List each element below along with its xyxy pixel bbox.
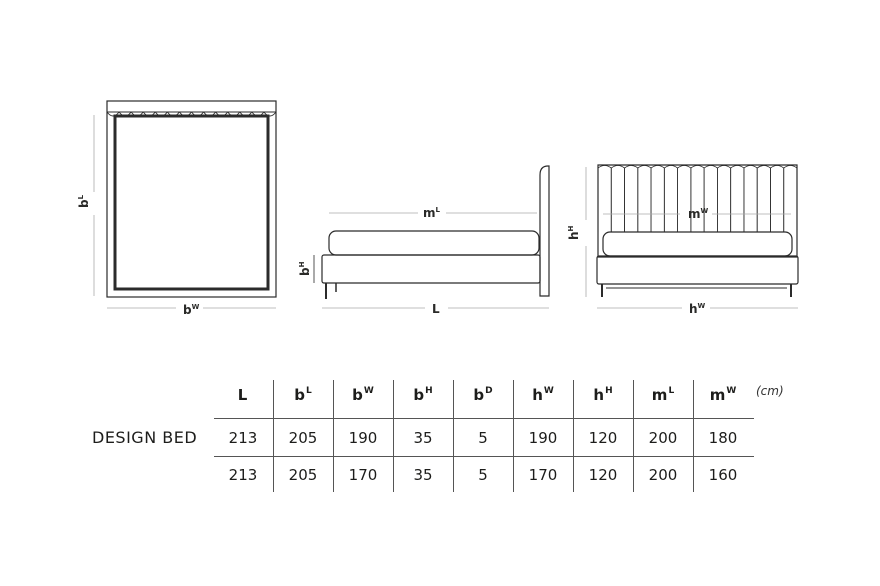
- front-view-mattress: [602, 231, 793, 257]
- front-view-width-label: hW: [689, 302, 706, 316]
- headboard-channel: [610, 165, 625, 232]
- headboard-channel: [783, 165, 798, 232]
- front-view-base: [596, 255, 799, 285]
- headboard-channel: [597, 165, 612, 232]
- headboard-channel: [624, 165, 639, 232]
- side-view-mattress-label: mL: [423, 206, 441, 220]
- side-view-height-label: bH: [298, 261, 312, 276]
- headboard-channel: [703, 165, 718, 232]
- side-view-length-label: L: [432, 302, 440, 316]
- side-view-base: [321, 254, 541, 284]
- scallop-stroke: [263, 111, 277, 117]
- top-view-width-label: bW: [183, 303, 200, 317]
- headboard-channel: [770, 165, 785, 232]
- front-view: [585, 164, 799, 309]
- headboard-channel: [690, 165, 705, 232]
- headboard-channel: [756, 165, 771, 232]
- side-view-mattress: [328, 230, 540, 256]
- top-view: [93, 100, 277, 309]
- headboard-channel: [677, 165, 692, 232]
- scallop-stroke: [106, 111, 120, 117]
- front-view-mattress-label: mW: [688, 207, 709, 221]
- top-view-frame: [106, 100, 277, 298]
- headboard-channel: [663, 165, 678, 232]
- headboard-channel: [743, 165, 758, 232]
- headboard-channel: [637, 165, 652, 232]
- headboard-channel: [717, 165, 732, 232]
- headboard-channels: [597, 165, 798, 232]
- headboard-channel: [650, 165, 665, 232]
- side-view: [313, 165, 550, 309]
- front-view-height-label: hH: [567, 225, 581, 240]
- headboard-channel: [730, 165, 745, 232]
- top-view-mattress: [113, 114, 270, 291]
- side-view-headboard: [539, 165, 550, 297]
- top-view-length-label: bL: [77, 194, 91, 208]
